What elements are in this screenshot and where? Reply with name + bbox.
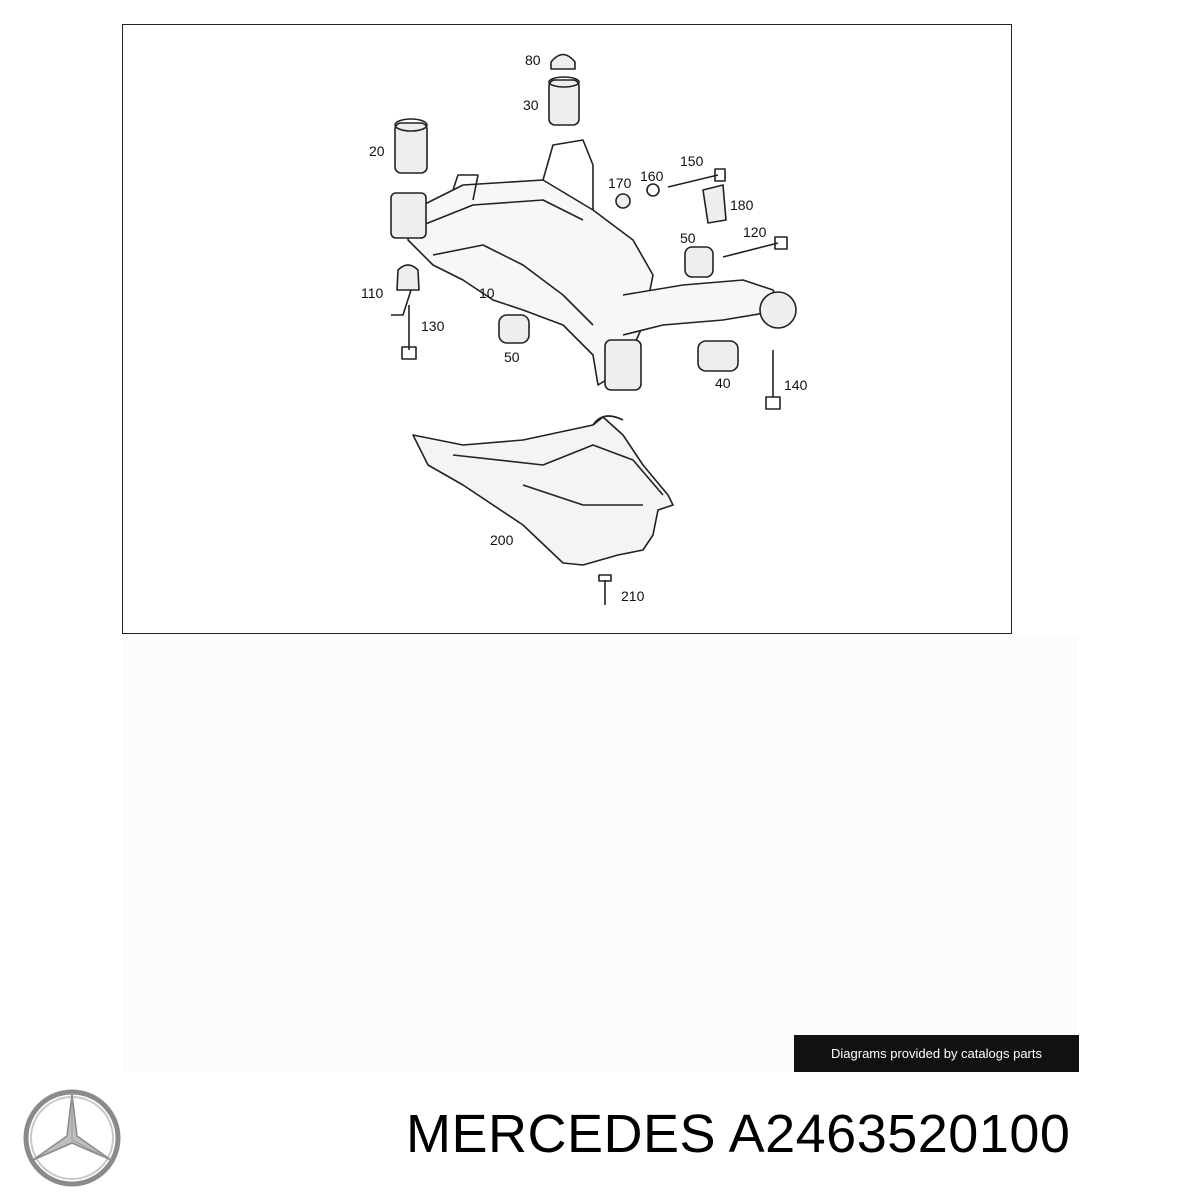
part-160 [646, 183, 660, 197]
callout-30: 30 [523, 97, 539, 113]
subframe [407, 179, 654, 386]
part-40 [697, 340, 739, 372]
callout-180: 180 [730, 197, 754, 213]
callout-210: 210 [621, 588, 645, 604]
parts-diagram: 80 30 20 170 160 150 180 50 120 110 10 1… [122, 24, 1012, 634]
callout-130: 130 [421, 318, 445, 334]
part-30 [548, 79, 580, 126]
part-number: A2463520100 [728, 1104, 1071, 1164]
mercedes-star-icon [23, 1089, 121, 1187]
callout-150: 150 [680, 153, 704, 169]
callout-120: 120 [743, 224, 767, 240]
background-panel [122, 636, 1078, 1072]
part-50-left [498, 314, 530, 344]
part-80 [550, 53, 576, 70]
part-150 [667, 168, 726, 188]
diagram-drawing: 80 30 20 170 160 150 180 50 120 110 10 1… [361, 52, 808, 605]
part-130 [401, 305, 417, 360]
credit-label: Diagrams provided by catalogs parts [794, 1035, 1079, 1072]
callout-50-right: 50 [680, 230, 696, 246]
callout-170: 170 [608, 175, 632, 191]
part-210 [598, 574, 612, 605]
part-170 [615, 193, 631, 209]
product-title: MERCEDES A2463520100 [406, 1103, 1070, 1165]
part-140 [765, 350, 781, 410]
callout-50-left: 50 [504, 349, 520, 365]
part-120 [722, 236, 788, 258]
part-20 [394, 122, 428, 174]
part-180 [702, 184, 727, 224]
callout-200: 200 [490, 532, 514, 548]
part-50-right [684, 246, 714, 278]
callout-140: 140 [784, 377, 808, 393]
callout-20: 20 [369, 143, 385, 159]
callout-80: 80 [525, 52, 541, 68]
callout-160: 160 [640, 168, 664, 184]
part-110 [396, 264, 420, 291]
callout-110: 110 [361, 285, 384, 301]
callout-40: 40 [715, 375, 731, 391]
callout-10: 10 [479, 285, 495, 301]
brand-name: MERCEDES [406, 1104, 717, 1164]
